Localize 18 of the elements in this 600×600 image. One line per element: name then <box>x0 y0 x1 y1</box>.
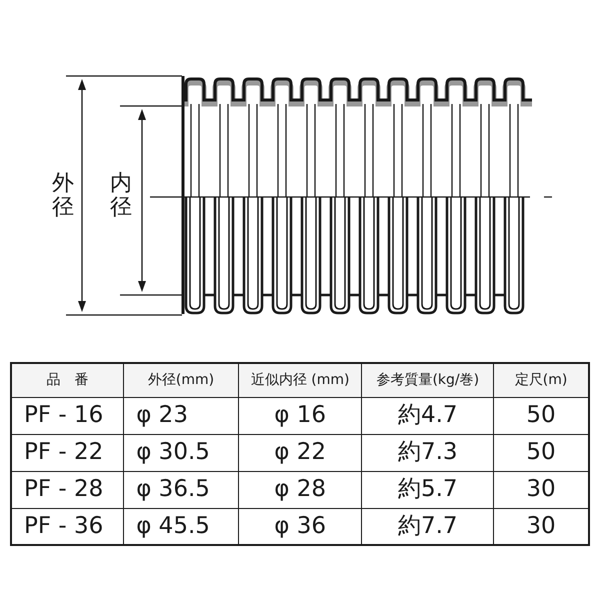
table-header-cell: 近似内径 (mm) <box>238 363 362 397</box>
table-cell: 約5.7 <box>362 471 494 508</box>
table-cell: φ 30.5 <box>124 434 238 471</box>
table-header-cell: 外径(mm) <box>124 363 238 397</box>
table-cell: φ 16 <box>238 397 362 434</box>
table-cell: φ 23 <box>124 397 238 434</box>
table-cell: PF - 22 <box>11 434 124 471</box>
table-cell: 約7.3 <box>362 434 494 471</box>
table-cell: PF - 16 <box>11 397 124 434</box>
table-header-cell: 参考質量(kg/巻) <box>362 363 494 397</box>
table-cell: φ 28 <box>238 471 362 508</box>
table-cell: φ 36.5 <box>124 471 238 508</box>
table-cell: 約4.7 <box>362 397 494 434</box>
table-header-cell: 品 番 <box>11 363 124 397</box>
table-cell: PF - 28 <box>11 471 124 508</box>
dimension-label: 内径 <box>110 172 132 220</box>
table-cell: φ 22 <box>238 434 362 471</box>
dimension-label: 外径 <box>52 172 74 220</box>
